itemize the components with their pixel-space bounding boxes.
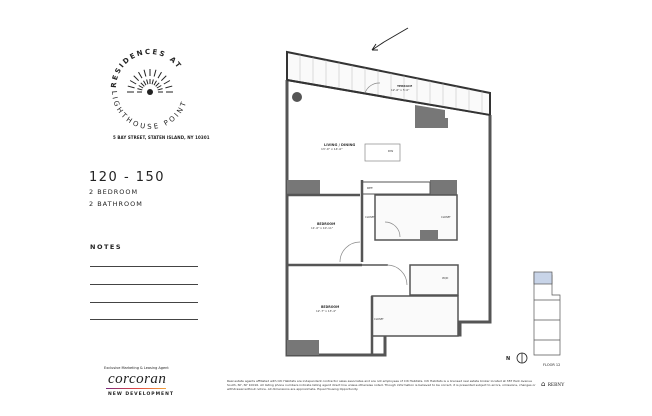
floor-label: FLOOR 12 <box>543 363 560 367</box>
new-development: NEW DEVELOPMENT <box>108 392 174 397</box>
bedroom1-label: BEDROOM <box>317 222 335 226</box>
terrace-label: TERRACE <box>397 84 412 88</box>
notes-line <box>90 266 198 268</box>
key-plan <box>533 271 561 356</box>
bedroom2-dims: 12'-7" x 13'-4" <box>316 309 337 313</box>
living-dims: 13'-0" x 14'-0" <box>321 147 343 151</box>
bathroom-count: 2 BATHROOM <box>89 200 143 208</box>
notes-line <box>90 302 198 304</box>
north-label: N <box>506 356 510 362</box>
agent-caption: Exclusive Marketing & Leasing Agent <box>104 366 169 370</box>
rebny-logo: REBNY <box>547 383 565 388</box>
equal-housing-logo: ⌂ REBNY <box>541 380 565 388</box>
notes-label: NOTES <box>90 243 123 251</box>
bedroom2-label: BEDROOM <box>321 305 339 309</box>
legal-disclaimer: Real estate agents affiliated with Citi … <box>227 379 536 391</box>
closet-label: CLOSET <box>374 317 384 321</box>
check-mark <box>371 27 409 51</box>
notes-line <box>90 284 198 286</box>
bedroom-count: 2 BEDROOM <box>89 188 139 196</box>
living-label: LIVING / DINING <box>324 143 355 147</box>
bedroom1-dims: 11'-0" x 10'-11" <box>311 226 334 230</box>
address: 5 BAY STREET, STATEN ISLAND, NY 10301 <box>113 135 210 140</box>
closet-label: CLOSET <box>365 215 375 219</box>
dw-label: DW <box>388 149 393 153</box>
brand-bar <box>106 388 166 390</box>
terrace-dims: 12'-6" x 5'-0" <box>391 88 410 92</box>
ref-label: REF. <box>367 186 373 190</box>
equal-housing-icon: ⌂ <box>541 380 546 388</box>
wd-label: W/D <box>442 276 449 280</box>
residences-logo: RESIDENCES AT LIGHTHOUSE POINT <box>110 48 186 131</box>
unit-number: 120 - 150 <box>89 170 166 185</box>
closet-label: CLOSET <box>441 215 451 219</box>
notes-line <box>90 319 198 321</box>
corcoran-logo: corcoran <box>108 371 167 387</box>
terrace <box>286 50 491 117</box>
